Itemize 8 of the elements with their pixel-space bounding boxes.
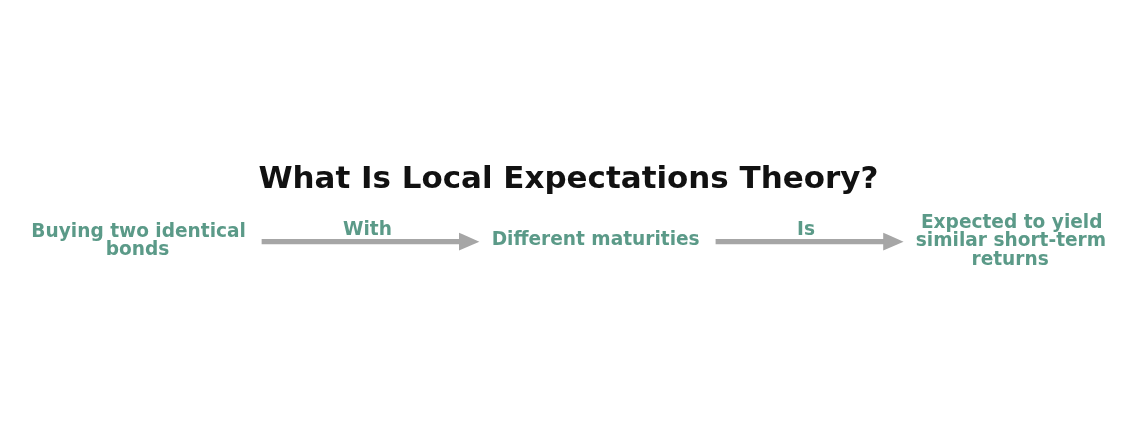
- diagram-title: What Is Local Expectations Theory?: [258, 158, 879, 195]
- edge-label: With: [343, 217, 392, 239]
- node-text: Buying two identical bonds: [31, 219, 246, 259]
- arrow: [715, 232, 904, 251]
- edge-label: Is: [797, 217, 816, 239]
- arrow: [261, 232, 480, 251]
- node-text: Different maturities: [491, 227, 700, 249]
- node-text: Expected to yield similar short-term returns: [915, 210, 1107, 269]
